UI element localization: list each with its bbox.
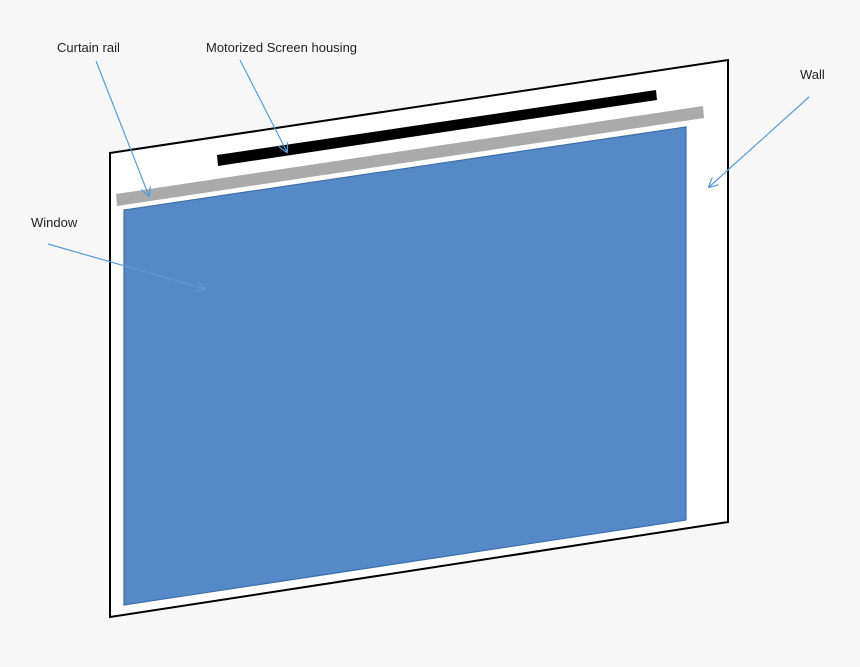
motorized-screen-housing — [217, 90, 657, 166]
housing-arrow — [239, 59, 287, 152]
window-pane — [123, 126, 687, 606]
window-label: Window — [31, 215, 78, 230]
wall-arrow — [709, 96, 810, 187]
motorized-screen-housing-label: Motorized Screen housing — [206, 40, 358, 55]
wall-label: Wall — [800, 67, 825, 82]
curtain-rail — [116, 106, 704, 206]
window-arrow — [47, 243, 205, 289]
curtain-rail-label: Curtain rail — [57, 40, 120, 55]
curtain-rail-arrow — [95, 60, 149, 196]
